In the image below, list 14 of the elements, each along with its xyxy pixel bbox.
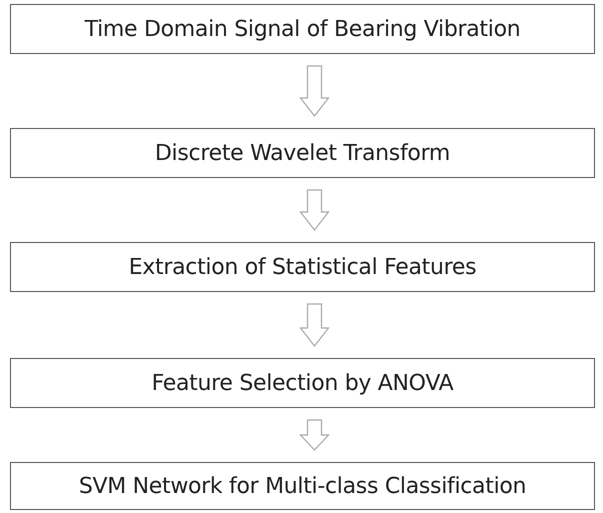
process-box bbox=[10, 4, 595, 54]
process-box bbox=[10, 358, 595, 408]
box-label: Time Domain Signal of Bearing Vibration bbox=[84, 16, 520, 42]
block-arrow bbox=[299, 189, 330, 231]
process-box bbox=[10, 242, 595, 292]
block-arrow bbox=[299, 65, 330, 117]
block-arrow bbox=[299, 419, 330, 451]
box-label: Feature Selection by ANOVA bbox=[152, 370, 454, 396]
box-label: Extraction of Statistical Features bbox=[128, 254, 476, 280]
process-box bbox=[10, 128, 595, 178]
box-label: Discrete Wavelet Transform bbox=[154, 140, 450, 166]
block-arrow bbox=[299, 303, 330, 347]
box-label: SVM Network for Multi-class Classification bbox=[78, 474, 526, 498]
process-box bbox=[10, 462, 595, 510]
